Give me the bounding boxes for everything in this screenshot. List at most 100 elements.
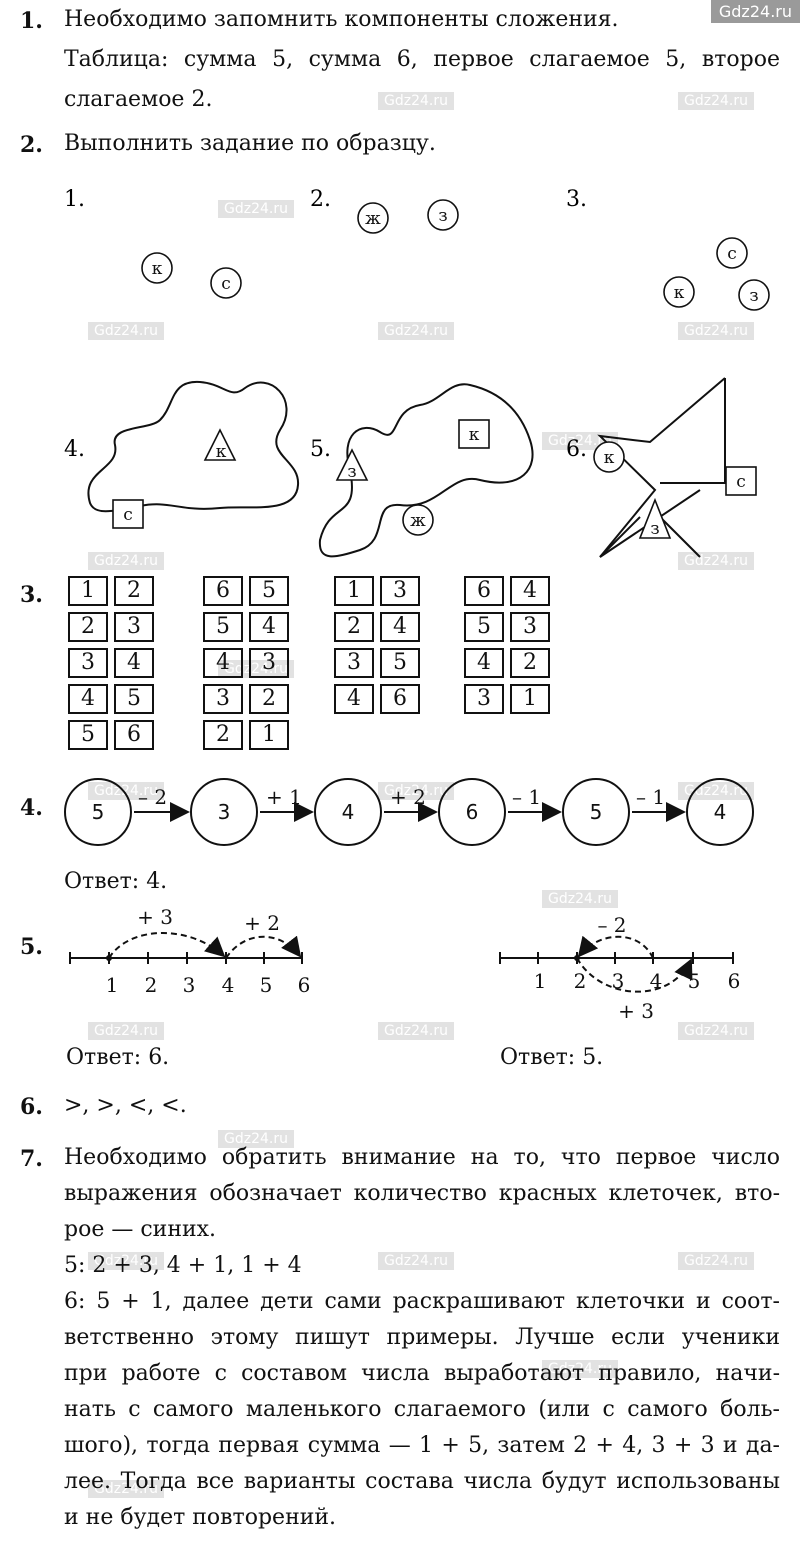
table-cell: 5 — [203, 612, 243, 642]
tick-label: 6 — [298, 973, 311, 997]
watermark: Gdz24.ru — [218, 1130, 294, 1148]
watermark: Gdz24.ru — [88, 1252, 164, 1270]
figure-label-4: 4. — [64, 437, 85, 462]
task7-line: выражения обозначает количество красных … — [64, 1181, 780, 1206]
table-cell: 5 — [249, 576, 289, 606]
figure-label-2: 2. — [310, 187, 331, 212]
number-lines: 1 2 3 4 5 6 + 3 + 2 1 2 3 4 5 6 – 2 + 3 — [69, 905, 741, 1023]
task7-line: шого), тогда первая сумма — 1 + 5, затем… — [64, 1433, 780, 1458]
table-cell: 2 — [203, 720, 243, 750]
table-cell: 3 — [68, 648, 108, 678]
svg-text:к: к — [216, 442, 227, 462]
table-cell: 2 — [68, 612, 108, 642]
task2-figures: 1. 2. 3. 4. 5. 6. к с ж з с к з к с — [64, 187, 770, 558]
svg-text:з: з — [438, 206, 447, 226]
svg-text:к: к — [674, 283, 685, 303]
chain-circle: 5 — [64, 778, 132, 846]
arc-label: + 2 — [244, 911, 280, 935]
table-cell: 4 — [203, 648, 243, 678]
svg-text:з: з — [650, 519, 659, 539]
task7-line: при работе с составом числа выработают п… — [64, 1361, 780, 1386]
table-cell: 4 — [380, 612, 420, 642]
task7-line: 5: 2 + 3, 4 + 1, 1 + 4 — [64, 1253, 302, 1278]
figure3-lines — [597, 377, 726, 558]
chain-circle: 5 — [562, 778, 630, 846]
chain-circle: 3 — [190, 778, 258, 846]
table-cell: 6 — [114, 720, 154, 750]
watermark: Gdz24.ru — [542, 890, 618, 908]
watermark: Gdz24.ru — [378, 782, 454, 800]
table-cell: 1 — [334, 576, 374, 606]
task7-line: и не будет повторений. — [64, 1505, 337, 1530]
table-cell: 3 — [203, 684, 243, 714]
svg-text:ж: ж — [410, 511, 426, 531]
chain-op: – 1 — [636, 785, 665, 809]
tick-label: 3 — [183, 973, 196, 997]
table-cell: 4 — [249, 612, 289, 642]
svg-text:с: с — [727, 244, 737, 264]
watermark: Gdz24.ru — [88, 1022, 164, 1040]
table-cell: 5 — [114, 684, 154, 714]
tick-label: 6 — [728, 969, 741, 993]
task1-line2: Таблица: сумма 5, сумма 6, первое слагае… — [64, 47, 780, 72]
table-cell: 2 — [249, 684, 289, 714]
svg-text:с: с — [221, 274, 231, 294]
watermark: Gdz24.ru — [678, 1252, 754, 1270]
svg-text:с: с — [123, 505, 133, 525]
table-cell: 4 — [334, 684, 374, 714]
svg-text:з: з — [749, 286, 758, 306]
watermark: Gdz24.ru — [88, 322, 164, 340]
tick-label: 4 — [650, 969, 663, 993]
table-cell: 4 — [510, 576, 550, 606]
tick-label: 3 — [612, 969, 625, 993]
task1-number: 1. — [20, 8, 43, 34]
tick-label: 4 — [222, 973, 235, 997]
tick-label: 2 — [145, 973, 158, 997]
tick-label: 5 — [260, 973, 273, 997]
svg-text:з: з — [347, 462, 356, 482]
task7-line: нать с самого маленького слагаемого (или… — [64, 1397, 780, 1422]
watermark: Gdz24.ru — [678, 1022, 754, 1040]
task4-answer: Ответ: 4. — [64, 869, 168, 894]
task7-line: лее. Тогда все варианты состава числа бу… — [64, 1469, 780, 1494]
watermark: Gdz24.ru — [378, 92, 454, 110]
watermark: Gdz24.ru — [88, 1480, 164, 1498]
arc-label: + 3 — [137, 905, 173, 929]
table-cell: 3 — [114, 612, 154, 642]
task5-answer-left: Ответ: 6. — [66, 1045, 170, 1070]
watermark: Gdz24.ru — [678, 552, 754, 570]
table-cell: 1 — [510, 684, 550, 714]
svg-text:к: к — [152, 259, 163, 279]
table-cell: 2 — [114, 576, 154, 606]
task5-answer-right: Ответ: 5. — [500, 1045, 604, 1070]
figure-label-6: 6. — [566, 437, 587, 462]
table-cell: 6 — [203, 576, 243, 606]
table-cell: 3 — [510, 612, 550, 642]
table-cell: 3 — [464, 684, 504, 714]
task7-line: рое — синих. — [64, 1217, 217, 1242]
task3-number: 3. — [20, 582, 43, 608]
svg-text:с: с — [736, 472, 746, 492]
arc-label: + 3 — [618, 999, 654, 1023]
table-cell: 4 — [114, 648, 154, 678]
table-cell: 6 — [464, 576, 504, 606]
chain-circle: 6 — [438, 778, 506, 846]
task1-line3: слагаемое 2. — [64, 87, 213, 112]
svg-text:к: к — [469, 425, 480, 445]
watermark: Gdz24.ru — [678, 322, 754, 340]
table-cell: 4 — [464, 648, 504, 678]
watermark: Gdz24.ru — [88, 552, 164, 570]
table-cell: 5 — [380, 648, 420, 678]
arc-label: – 2 — [597, 913, 626, 937]
table-cell: 2 — [510, 648, 550, 678]
chain-arrows: – 2 + 1 + 2 – 1 – 1 — [134, 785, 686, 822]
tick-label: 5 — [688, 969, 701, 993]
task2-text: Выполнить задание по образцу. — [64, 131, 436, 156]
task5-number: 5. — [20, 934, 43, 960]
watermark-top: Gdz24.ru — [710, 0, 800, 23]
table-cell: 3 — [334, 648, 374, 678]
table-cell: 1 — [249, 720, 289, 750]
watermark: Gdz24.ru — [378, 322, 454, 340]
watermark: Gdz24.ru — [378, 1022, 454, 1040]
table-cell: 5 — [464, 612, 504, 642]
